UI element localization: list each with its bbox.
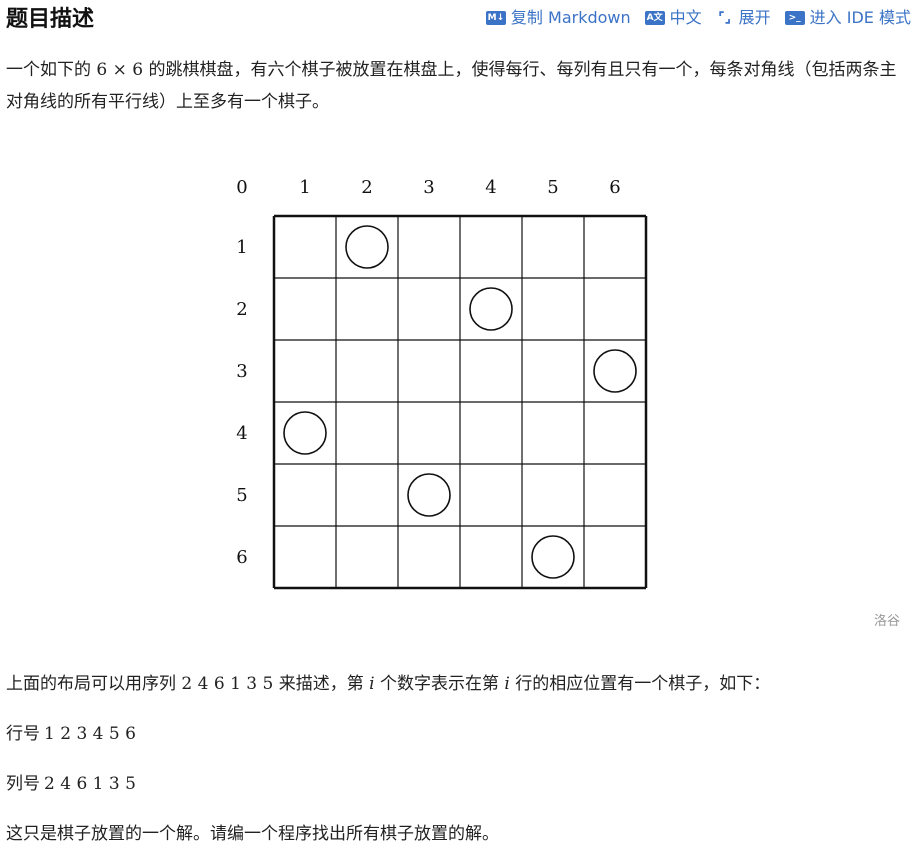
ide-mode-button[interactable]: >_ 进入 IDE 模式 — [784, 4, 911, 32]
column-label: 3 — [423, 177, 434, 198]
ide-mode-label: 进入 IDE 模式 — [809, 8, 911, 27]
problem-header: 题目描述 M↓ 复制 Markdown A文 中文 ⌜⌟ 展开 >_ 进入 ID… — [6, 4, 911, 36]
description-paragraph: 上面的布局可以用序列 2 4 6 1 3 5 来描述，第 i 个数字表示在第 i… — [6, 668, 911, 700]
language-label: 中文 — [669, 8, 702, 27]
section-title: 题目描述 — [6, 7, 95, 32]
image-credit: 洛谷 — [873, 614, 900, 629]
intro-paragraph: 一个如下的 6 × 6 的跳棋棋盘，有六个棋子被放置在棋盘上，使得每行、每列有且… — [6, 54, 911, 118]
column-label: 5 — [547, 177, 558, 198]
chessboard: 0 1 2 3 4 5 6 1 2 3 4 5 6 — [236, 177, 648, 590]
column-label: 0 — [236, 177, 247, 198]
column-label: 4 — [485, 177, 496, 198]
markdown-icon: M↓ — [485, 11, 506, 25]
translate-icon: A文 — [644, 11, 665, 25]
variable-i: i — [504, 674, 510, 694]
expand-label: 展开 — [738, 8, 771, 27]
intro-text-2: 的跳棋棋盘，有六个棋子被放置在棋盘上，使得每行、每列有且只有一个，每条对角线（包… — [6, 60, 897, 112]
row-numbers-values: 1 2 3 4 5 6 — [44, 724, 136, 744]
language-button[interactable]: A文 中文 — [644, 4, 702, 32]
row-label: 1 — [236, 237, 247, 258]
terminal-icon: >_ — [784, 11, 805, 25]
column-label: 1 — [299, 177, 310, 198]
variable-i: i — [369, 674, 375, 694]
chess-piece — [407, 473, 451, 517]
row-label: 6 — [236, 547, 247, 568]
chess-piece — [531, 535, 575, 579]
column-numbers-values: 2 4 6 1 3 5 — [44, 774, 136, 794]
toolbar: M↓ 复制 Markdown A文 中文 ⌜⌟ 展开 >_ 进入 IDE 模式 — [485, 4, 911, 32]
chessboard-figure: 0 1 2 3 4 5 6 1 2 3 4 5 6 — [222, 168, 662, 597]
row-label: 3 — [236, 361, 247, 382]
column-label: 6 — [609, 177, 620, 198]
intro-math: 6 × 6 — [96, 60, 144, 80]
chess-piece — [283, 411, 327, 455]
row-numbers-label: 行号 — [6, 724, 40, 744]
copy-markdown-label: 复制 Markdown — [510, 8, 631, 27]
row-label: 4 — [236, 423, 247, 444]
sequence-text: 2 4 6 1 3 5 — [181, 674, 274, 694]
desc-text-2: 来描述，第 — [273, 674, 370, 694]
row-label: 5 — [236, 485, 247, 506]
column-numbers-label: 列号 — [6, 774, 40, 794]
chess-piece — [469, 287, 513, 331]
row-label: 2 — [236, 299, 247, 320]
copy-markdown-button[interactable]: M↓ 复制 Markdown — [485, 4, 631, 32]
desc-text-3: 个数字表示在第 — [374, 674, 505, 694]
intro-text-1: 一个如下的 — [6, 60, 97, 80]
desc-text-4: 行的相应位置有一个棋子，如下： — [509, 674, 771, 694]
expand-icon: ⌜⌟ — [718, 10, 732, 26]
expand-button[interactable]: ⌜⌟ 展开 — [716, 4, 771, 32]
column-label: 2 — [361, 177, 372, 198]
final-paragraph: 这只是棋子放置的一个解。请编一个程序找出所有棋子放置的解。 — [6, 824, 499, 844]
desc-text-1: 上面的布局可以用序列 — [6, 674, 182, 694]
chess-piece — [593, 349, 637, 393]
chess-piece — [345, 225, 389, 269]
